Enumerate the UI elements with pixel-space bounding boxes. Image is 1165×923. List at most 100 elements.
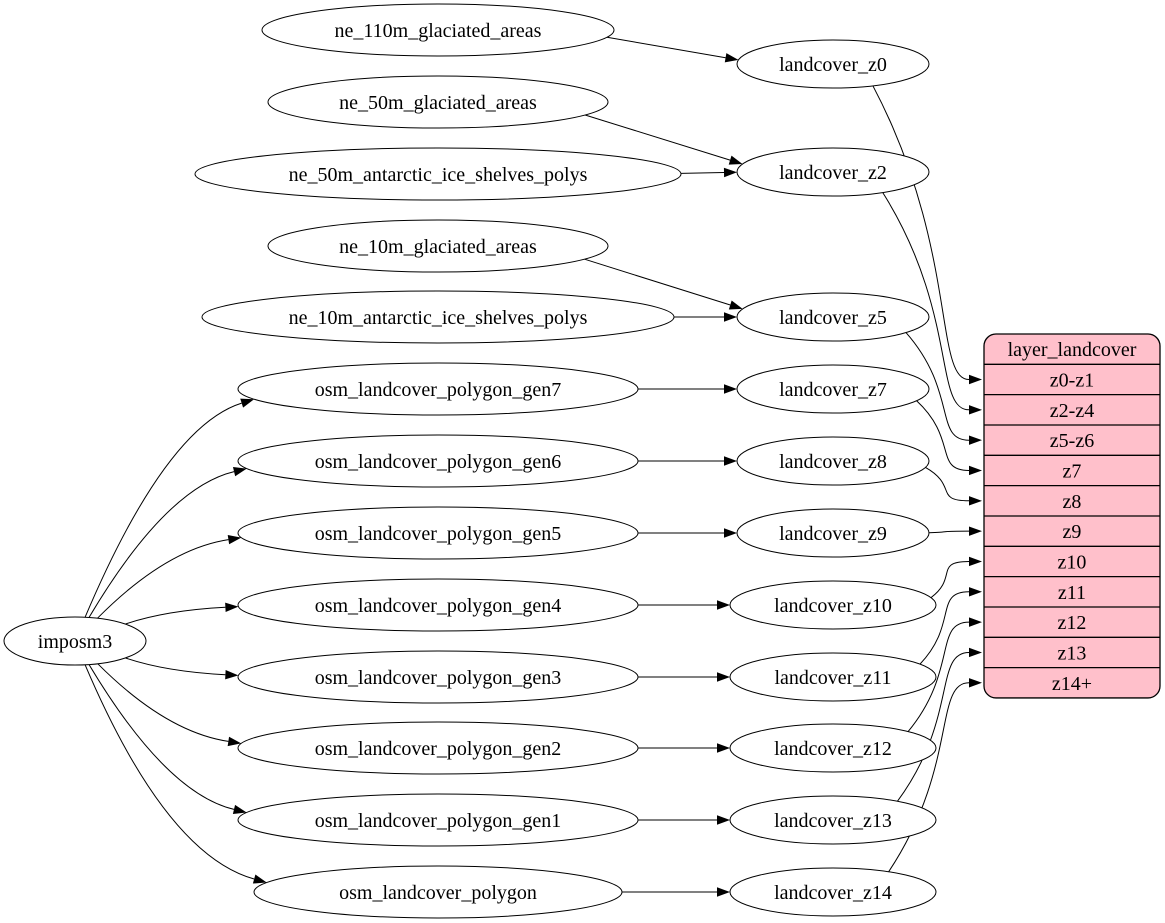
node-ellipse <box>237 793 639 847</box>
edge-landcover_z12--layer_landcover-z12 <box>907 617 982 732</box>
node-ellipse <box>729 867 937 917</box>
node-label: osm_landcover_polygon_gen2 <box>315 738 562 760</box>
arrowhead-icon <box>969 556 982 567</box>
edge-path <box>606 36 726 59</box>
edge-osm_landcover_polygon_gen6--landcover_z8 <box>638 456 737 466</box>
arrowhead-icon <box>252 874 267 884</box>
node-ne_50m_antarctic_ice_shelves_polys: ne_50m_antarctic_ice_shelves_polys <box>194 147 682 201</box>
node-ellipse <box>237 721 639 775</box>
node-ellipse <box>201 290 675 344</box>
node-ellipse <box>736 292 930 342</box>
arrowhead-icon <box>969 374 982 385</box>
arrowhead-icon <box>969 526 982 536</box>
arrowhead-icon <box>232 467 247 477</box>
node-landcover_z8: landcover_z8 <box>736 436 930 486</box>
node-ne_110m_glaciated_areas: ne_110m_glaciated_areas <box>261 3 615 57</box>
arrowhead-icon <box>227 534 242 545</box>
edge-path <box>680 172 725 174</box>
node-label: landcover_z8 <box>779 451 887 473</box>
node-label: landcover_z0 <box>779 54 887 76</box>
node-ne_10m_glaciated_areas: ne_10m_glaciated_areas <box>267 219 609 273</box>
node-ellipse <box>736 364 930 414</box>
arrowhead-icon <box>717 815 730 825</box>
arrowhead-icon <box>969 647 982 658</box>
edge-ne_110m_glaciated_areas--landcover_z0 <box>606 36 739 63</box>
edge-ne_50m_glaciated_areas--landcover_z2 <box>584 114 743 165</box>
table-layer_landcover: layer_landcoverz0-z1z2-z4z5-z6z7z8z9z10z… <box>983 333 1161 699</box>
node-label: osm_landcover_polygon_gen6 <box>315 451 562 473</box>
node-ellipse <box>736 436 930 486</box>
node-osm_landcover_polygon: osm_landcover_polygon <box>253 865 623 919</box>
arrowhead-icon <box>969 587 982 597</box>
edge-path <box>84 402 242 618</box>
edge-landcover_z2--layer_landcover-z2-z4 <box>882 192 982 415</box>
arrowhead-icon <box>227 736 242 747</box>
edge-path <box>584 258 731 306</box>
node-ne_50m_glaciated_areas: ne_50m_glaciated_areas <box>267 75 609 129</box>
node-osm_landcover_polygon_gen2: osm_landcover_polygon_gen2 <box>237 721 639 775</box>
node-ellipse <box>736 39 930 89</box>
edge-path <box>916 400 970 471</box>
node-label: osm_landcover_polygon <box>339 882 537 904</box>
edge-path <box>907 621 970 732</box>
edge-landcover_z8--layer_landcover-z8 <box>925 466 982 506</box>
arrowhead-icon <box>728 300 743 310</box>
edge-imposm3--osm_landcover_polygon_gen6 <box>88 467 247 618</box>
node-osm_landcover_polygon_gen4: osm_landcover_polygon_gen4 <box>237 578 639 632</box>
arrowhead-icon <box>240 398 255 408</box>
table-row-label: z13 <box>1058 642 1087 664</box>
node-ellipse <box>3 616 147 666</box>
edge-path <box>928 530 970 534</box>
node-landcover_z10: landcover_z10 <box>729 580 937 630</box>
node-landcover_z7: landcover_z7 <box>736 364 930 414</box>
node-landcover_z2: landcover_z2 <box>736 147 930 197</box>
node-osm_landcover_polygon_gen7: osm_landcover_polygon_gen7 <box>237 362 639 416</box>
arrowhead-icon <box>717 887 730 897</box>
edge-imposm3--osm_landcover_polygon_gen5 <box>97 534 242 619</box>
node-ellipse <box>253 865 623 919</box>
edge-path <box>882 192 970 411</box>
arrowhead-icon <box>724 53 739 63</box>
arrowhead-icon <box>717 672 730 682</box>
edge-path <box>125 657 226 676</box>
edge-osm_landcover_polygon--landcover_z14 <box>622 887 730 897</box>
edge-path <box>925 466 970 502</box>
arrowhead-icon <box>728 155 743 165</box>
edge-path <box>125 606 226 625</box>
edge-path <box>88 471 235 618</box>
edge-landcover_z13--layer_landcover-z13 <box>896 647 982 802</box>
edge-osm_landcover_polygon_gen5--landcover_z9 <box>638 528 737 538</box>
arrowhead-icon <box>717 600 730 610</box>
edge-path <box>930 561 970 599</box>
arrowhead-icon <box>969 435 982 445</box>
edge-path <box>896 652 970 802</box>
arrowhead-icon <box>724 384 737 394</box>
edge-ne_50m_antarctic_ice_shelves_polys--landcover_z2 <box>680 167 738 178</box>
node-ellipse <box>736 147 930 197</box>
node-ellipse <box>729 580 937 630</box>
edge-path <box>872 85 970 380</box>
arrowhead-icon <box>969 405 982 415</box>
node-osm_landcover_polygon_gen5: osm_landcover_polygon_gen5 <box>237 506 639 560</box>
node-ellipse <box>194 147 682 201</box>
edge-path <box>97 663 229 742</box>
edge-path <box>905 332 970 441</box>
node-ellipse <box>267 75 609 129</box>
table-row-label: z11 <box>1058 582 1086 604</box>
arrowhead-icon <box>969 617 982 627</box>
node-label: osm_landcover_polygon_gen1 <box>315 810 562 832</box>
arrowhead-icon <box>969 496 982 506</box>
arrowhead-icon <box>724 312 737 322</box>
node-ellipse <box>237 650 639 704</box>
node-ellipse <box>267 219 609 273</box>
edge-landcover_z10--layer_landcover-z10 <box>930 556 982 599</box>
node-label: ne_10m_glaciated_areas <box>339 236 537 258</box>
node-ellipse <box>729 795 937 845</box>
edge-landcover_z9--layer_landcover-z9 <box>928 526 982 536</box>
edge-osm_landcover_polygon_gen7--landcover_z7 <box>638 384 737 394</box>
node-ellipse <box>237 362 639 416</box>
node-landcover_z5: landcover_z5 <box>736 292 930 342</box>
node-label: landcover_z5 <box>779 307 887 329</box>
edge-imposm3--osm_landcover_polygon_gen3 <box>125 657 239 680</box>
